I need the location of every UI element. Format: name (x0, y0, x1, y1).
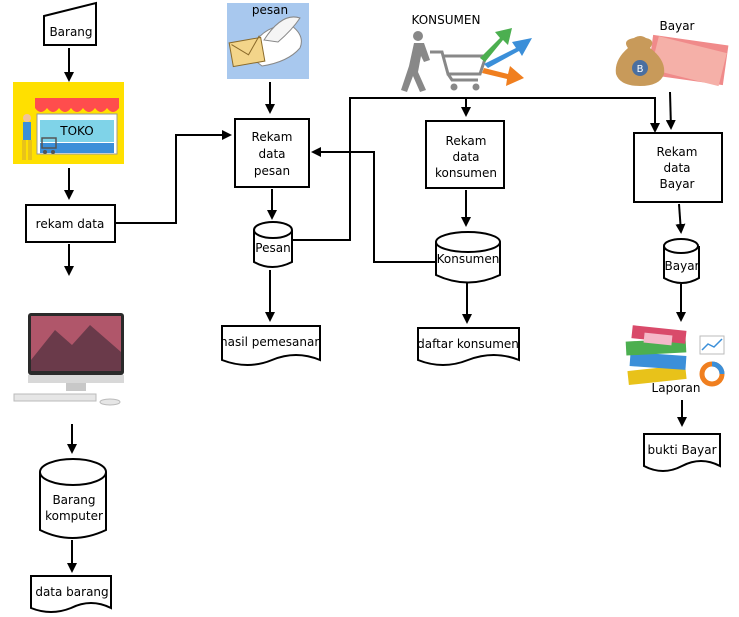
konsumen-db: Konsumen (435, 231, 501, 284)
rekam-bayar-label-3: Bayar (660, 177, 695, 191)
pesan-db-label: Pesan (255, 241, 290, 255)
konsumen-image-label: KONSUMEN (412, 13, 481, 27)
rekam-pesan-label-3: pesan (254, 164, 290, 178)
arrow-rekam-to-pesan (116, 130, 232, 224)
rekam-konsumen-label-2: data (452, 150, 479, 164)
daftar-konsumen-document: daftar konsumen (417, 327, 520, 366)
shopping-cart-person-icon: KONSUMEN (401, 13, 532, 92)
svg-text:B: B (637, 64, 644, 75)
rekam-konsumen-label-3: konsumen (435, 166, 497, 180)
rekam-konsumen-label-1: Rekam (446, 134, 487, 148)
shop-icon: TOKO (13, 82, 124, 164)
barang-input-shape: Barang (43, 1, 97, 46)
bayar-db-label: Bayar (665, 259, 700, 273)
daftar-konsumen-label: daftar konsumen (417, 337, 519, 351)
arrow-bayarimg-rekam (665, 91, 676, 130)
dove-letter-icon: pesan (227, 3, 309, 79)
books-chart-icon: Laporan (625, 325, 725, 395)
bukti-bayar-label: bukti Bayar (648, 443, 717, 457)
bayar-db: Bayar (663, 238, 700, 284)
computer-icon (13, 313, 124, 406)
konsumen-db-label: Konsumen (437, 252, 500, 266)
pesan-image-label: pesan (252, 3, 288, 17)
bukti-bayar-document: bukti Bayar (643, 433, 721, 472)
rekam-pesan-process: Rekam data pesan (234, 118, 310, 188)
money-bag-icon: Bayar B (615, 19, 729, 87)
rekam-pesan-label-1: Rekam (252, 130, 293, 144)
rekam-bayar-label-1: Rekam (657, 145, 698, 159)
pesan-db: Pesan (253, 221, 293, 268)
barang-komputer-label-1: Barang (52, 493, 95, 507)
bayar-image-label: Bayar (660, 19, 695, 33)
rekam-bayar-label-2: data (663, 161, 690, 175)
data-barang-document: data barang (30, 575, 112, 613)
barang-komputer-label-2: komputer (45, 509, 103, 523)
rekam-data-label: rekam data (36, 217, 105, 231)
arrow-pesan-to-bayar (293, 97, 660, 241)
hasil-pemesanan-document: hasil pemesanan (220, 325, 322, 366)
barang-label: Barang (49, 25, 92, 39)
rekam-konsumen-process: Rekam data konsumen (425, 120, 505, 189)
arrow-konsumen-to-pesan (311, 147, 436, 263)
hasil-pemesanan-label: hasil pemesanan (220, 335, 322, 349)
rekam-pesan-label-2: data (258, 147, 285, 161)
laporan-label: Laporan (652, 381, 701, 395)
barang-komputer-db: Barang komputer (39, 458, 107, 539)
data-barang-label: data barang (35, 585, 108, 599)
rekam-bayar-process: Rekam data Bayar (633, 132, 723, 203)
arrow-rekambayar-db (675, 203, 686, 234)
toko-label: TOKO (59, 124, 93, 138)
rekam-data-process: rekam data (25, 204, 116, 243)
